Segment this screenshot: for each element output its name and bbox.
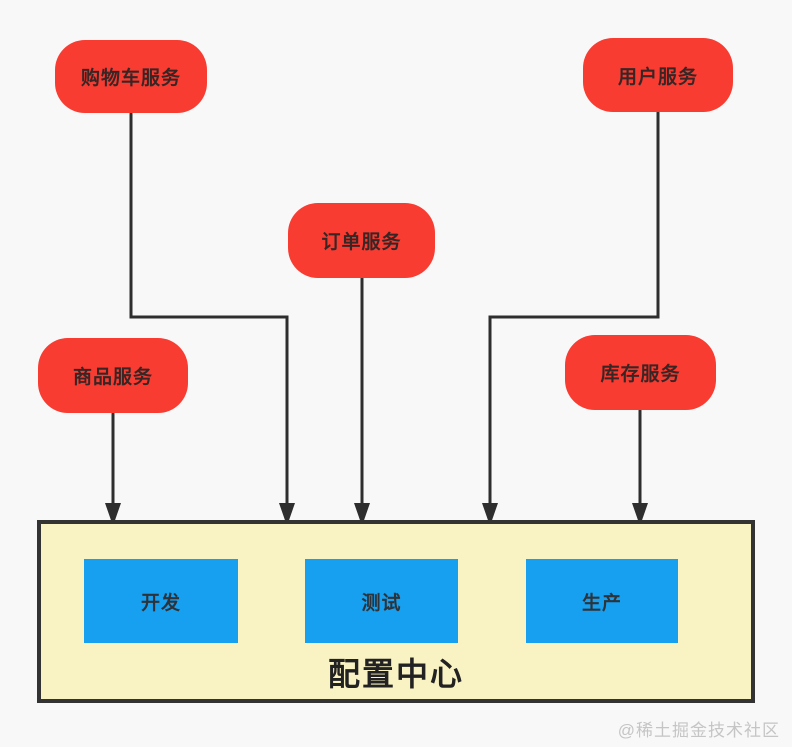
service-label: 订单服务 [321,232,402,253]
env-box-prod: 生产 [526,559,678,643]
connector-product-to-config [105,413,121,526]
service-node-order: 订单服务 [288,203,435,278]
env-label: 开发 [140,592,181,614]
config-center-title: 配置中心 [327,656,464,692]
env-label: 测试 [361,592,402,614]
connector-user-to-config [482,112,660,526]
service-label: 商品服务 [72,367,153,388]
service-node-inventory: 库存服务 [565,335,716,410]
env-box-test: 测试 [305,559,458,643]
watermark: @稀土掘金技术社区 [617,721,780,740]
config-center-container: 开发 测试 生产 配置中心 [37,520,755,703]
service-label: 用户服务 [617,66,698,88]
service-label: 购物车服务 [80,68,181,89]
env-box-dev: 开发 [84,559,238,643]
env-label: 生产 [581,592,622,614]
connector-cart-to-config [129,113,295,526]
connector-inventory-to-config [632,410,648,526]
service-label: 库存服务 [600,364,681,385]
connector-order-to-config [354,278,370,526]
service-node-user: 用户服务 [583,38,733,112]
service-node-product: 商品服务 [38,338,188,413]
service-node-cart: 购物车服务 [55,40,207,113]
